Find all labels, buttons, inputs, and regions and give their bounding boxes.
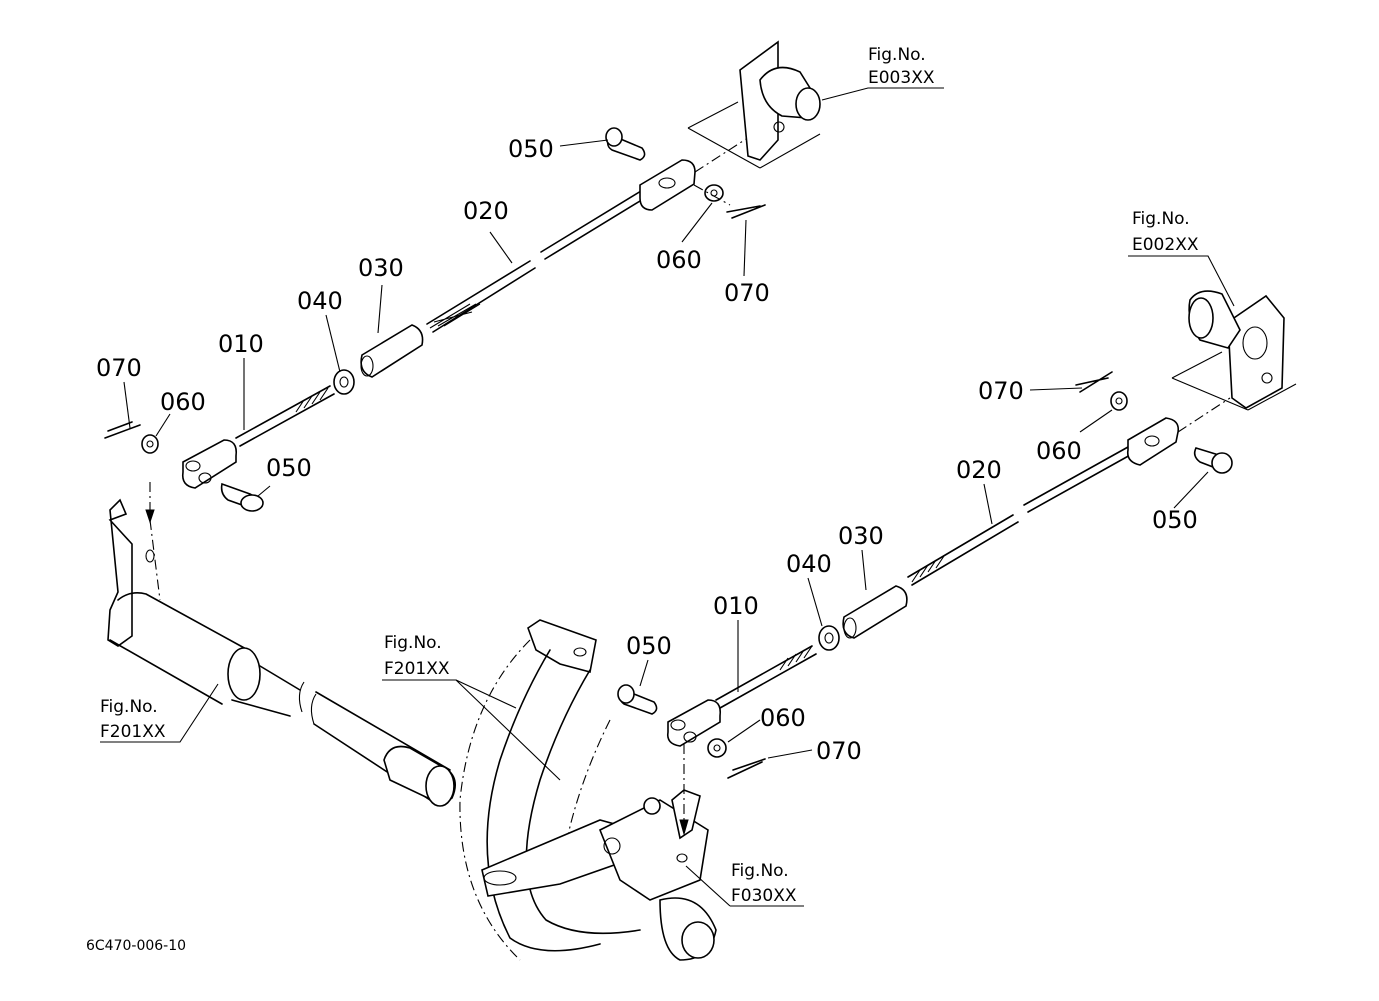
ref-f201-left-line1: Fig.No. bbox=[100, 697, 158, 717]
callout-low-060: 060 bbox=[760, 704, 806, 732]
right-collar-030 bbox=[842, 585, 908, 639]
callout-right-040: 040 bbox=[786, 550, 832, 578]
upper-collar-bore bbox=[360, 355, 374, 377]
bracket-e003 bbox=[687, 40, 821, 169]
bracket-e002 bbox=[1171, 290, 1297, 411]
ref-f201-left-line2: F201XX bbox=[100, 722, 166, 742]
ref-f201-center-line2: F201XX bbox=[384, 659, 450, 679]
upper-rod-020-far bbox=[540, 190, 646, 260]
callout-right-010: 010 bbox=[713, 592, 759, 620]
upper-collar-030 bbox=[360, 324, 424, 378]
top-washer-060 bbox=[704, 184, 724, 202]
shaft-collar bbox=[227, 647, 261, 701]
upper-clevis-020 bbox=[639, 159, 696, 211]
callout-labels: 050 020 060 070 030 040 010 070 060 050 … bbox=[96, 135, 1198, 765]
callout-top-040: 040 bbox=[297, 287, 343, 315]
callout-left-050: 050 bbox=[266, 454, 312, 482]
upper-rod-010 bbox=[235, 385, 335, 447]
ref-e003-line1: Fig.No. bbox=[868, 45, 926, 65]
ref-e003-line2: E003XX bbox=[868, 68, 935, 88]
callout-right-030: 030 bbox=[838, 522, 884, 550]
left-washer-060 bbox=[141, 434, 159, 454]
right-clevis-010 bbox=[666, 699, 722, 747]
upper-clevis-010 bbox=[181, 439, 238, 489]
callout-left-070: 070 bbox=[96, 354, 142, 382]
ref-e002-line1: Fig.No. bbox=[1132, 209, 1190, 229]
lever-plate bbox=[107, 498, 133, 647]
leader-lines bbox=[100, 87, 1235, 907]
upper-clevis-hole bbox=[658, 177, 676, 189]
shaft-body bbox=[109, 592, 249, 705]
ref-e002-line2: E002XX bbox=[1132, 235, 1199, 255]
ref-f030-line2: F030XX bbox=[731, 886, 797, 906]
low-cotter-070 bbox=[727, 758, 766, 779]
callout-top-010: 010 bbox=[218, 330, 264, 358]
frame-f201 bbox=[459, 619, 717, 961]
callout-top-030: 030 bbox=[358, 254, 404, 282]
callout-right-070: 070 bbox=[978, 377, 1024, 405]
drawing-code: 6C470-006-10 bbox=[86, 938, 186, 954]
ref-f030-line1: Fig.No. bbox=[731, 861, 789, 881]
callout-right-050: 050 bbox=[1152, 506, 1198, 534]
left-lever-shaft bbox=[107, 482, 456, 807]
frame-tube-left bbox=[486, 649, 601, 952]
callout-top-050: 050 bbox=[508, 135, 554, 163]
frame-tube-right bbox=[525, 669, 641, 935]
callout-top-070: 070 bbox=[724, 279, 770, 307]
figure-references: Fig.No. E003XX Fig.No. E002XX Fig.No. F2… bbox=[100, 45, 1199, 906]
upper-thread bbox=[429, 303, 481, 329]
right-rod-010 bbox=[715, 645, 817, 709]
callout-left-060: 060 bbox=[160, 388, 206, 416]
callout-right-020: 020 bbox=[956, 456, 1002, 484]
callout-low-050: 050 bbox=[626, 632, 672, 660]
right-cotter-070 bbox=[1075, 371, 1113, 393]
low-washer-060 bbox=[707, 738, 727, 758]
left-cotter-070 bbox=[104, 421, 141, 439]
callout-right-060: 060 bbox=[1036, 437, 1082, 465]
upper-rod-020-near bbox=[426, 260, 536, 333]
top-cotter-070 bbox=[726, 204, 766, 219]
right-rod-020-far bbox=[1023, 446, 1133, 513]
right-washer-060 bbox=[1110, 391, 1128, 411]
callout-top-060: 060 bbox=[656, 246, 702, 274]
ref-f201-center-line1: Fig.No. bbox=[384, 633, 442, 653]
upper-nut-040 bbox=[333, 369, 355, 395]
right-nut-040 bbox=[818, 625, 840, 651]
right-rod-assembly bbox=[617, 371, 1233, 779]
right-rod-020-near bbox=[907, 514, 1019, 586]
upper-rod-assembly bbox=[104, 127, 766, 512]
callout-low-070: 070 bbox=[816, 737, 862, 765]
frame-top-plate bbox=[527, 619, 597, 673]
right-clevis-020 bbox=[1126, 417, 1180, 466]
e002-plate bbox=[1227, 294, 1285, 409]
callout-top-020: 020 bbox=[463, 197, 509, 225]
